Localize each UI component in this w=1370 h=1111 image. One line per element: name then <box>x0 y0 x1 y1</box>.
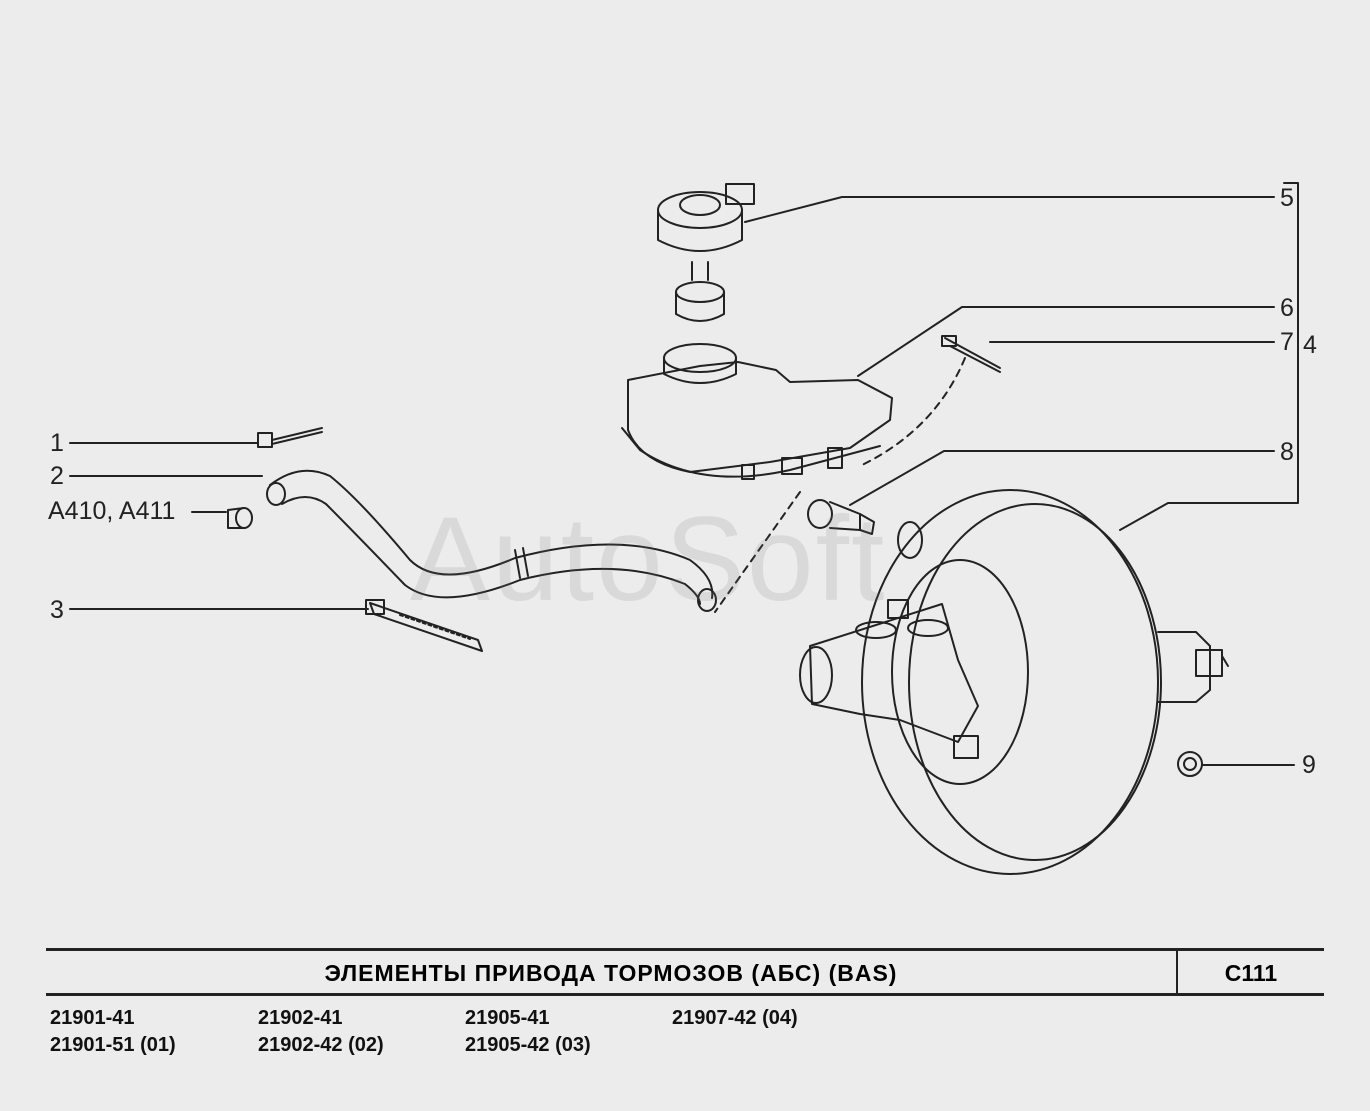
leader-lines <box>69 182 1299 766</box>
callout-2: 2 <box>50 462 64 490</box>
callout-5: 5 <box>1280 184 1294 212</box>
section-code: C111 <box>1224 960 1278 986</box>
callout-3: 3 <box>50 596 64 624</box>
model-code: 21902-42 (02) <box>258 1034 384 1056</box>
callout-a410-a411: A410, A411 <box>48 497 176 525</box>
fitting-a410 <box>227 507 253 529</box>
watermark: AutoSoft <box>410 492 887 626</box>
brake-assembly-diagram <box>69 182 1299 875</box>
fitting-part-8 <box>807 499 875 535</box>
model-code: 21905-42 (03) <box>465 1034 591 1056</box>
reservoir-cap-part-5 <box>657 183 755 322</box>
callout-7: 7 <box>1280 328 1294 356</box>
reservoir-part-6 <box>621 343 893 480</box>
brake-booster-part-4 <box>861 489 1229 875</box>
pin-part-7 <box>941 335 1001 373</box>
callout-6: 6 <box>1280 294 1294 322</box>
title-divider <box>1176 951 1178 993</box>
tie-strap-part-3 <box>365 599 483 652</box>
callout-1: 1 <box>50 429 64 457</box>
title-bar: ЭЛЕМЕНТЫ ПРИВОДА ТОРМОЗОВ (АБС) (BAS) C1… <box>46 948 1324 996</box>
hose-part-2 <box>266 469 717 612</box>
page-title: ЭЛЕМЕНТЫ ПРИВОДА ТОРМОЗОВ (АБС) (BAS) <box>324 960 898 986</box>
model-code: 21907-42 (04) <box>672 1007 798 1029</box>
model-code: 21902-41 <box>258 1007 343 1029</box>
callout-4: 4 <box>1303 331 1317 359</box>
master-cylinder <box>799 599 979 759</box>
clip-part-1 <box>257 427 323 448</box>
callout-9: 9 <box>1302 751 1316 779</box>
callout-8: 8 <box>1280 438 1294 466</box>
model-code: 21905-41 <box>465 1007 550 1029</box>
nut-part-9 <box>1177 751 1203 777</box>
model-code: 21901-51 (01) <box>50 1034 176 1056</box>
model-code: 21901-41 <box>50 1007 135 1029</box>
